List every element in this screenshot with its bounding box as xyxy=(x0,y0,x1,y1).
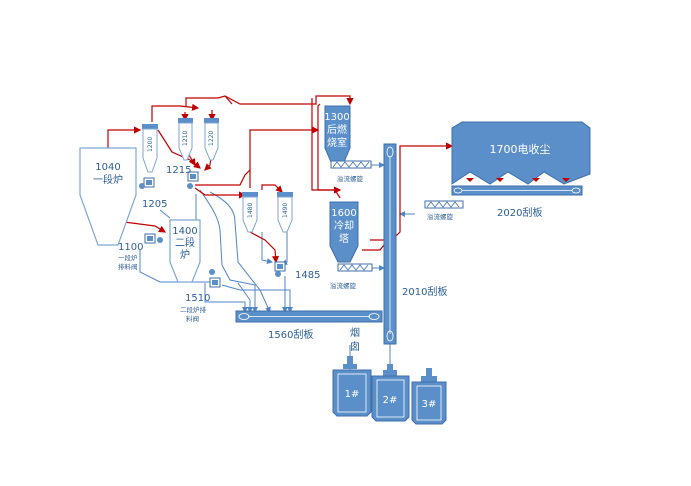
overflow-screw-1-label: 溢流螺旋 xyxy=(337,174,364,183)
cooling-tower-1600: 1600 冷却 塔 xyxy=(329,201,359,263)
valve-1510-name-2: 料阀 xyxy=(186,314,199,323)
stack-label-1: 烟 xyxy=(350,326,360,339)
cooler-name-1: 冷却 xyxy=(334,219,354,232)
conveyor-1560-label: 1560刮板 xyxy=(268,328,313,341)
cyclone-1200-label: 1200 xyxy=(147,137,154,152)
silo-2-label: 2# xyxy=(383,395,398,406)
cyclone-1490: 1490 xyxy=(277,192,293,233)
furnace-1040-name: 一段炉 xyxy=(93,173,123,186)
valve-1100-name-1: 一段炉 xyxy=(118,253,138,262)
valve-1215-label: 1215 xyxy=(166,165,191,176)
furnace-1400-name-1: 二段 xyxy=(175,236,195,249)
cyclone-1220: 1220 xyxy=(204,118,219,161)
valve-1510-name-1: 二段炉排 xyxy=(180,305,207,314)
valve-1485[interactable] xyxy=(274,261,286,277)
valve-1205[interactable] xyxy=(139,177,155,189)
cooler-name-2: 塔 xyxy=(339,232,349,245)
conveyor-2010-label: 2010刮板 xyxy=(402,285,447,298)
valve-1100-code: 1100 xyxy=(118,242,143,253)
overflow-screw-3-label: 溢流螺旋 xyxy=(427,212,454,221)
overflow-screw-1 xyxy=(330,160,372,169)
cyclone-1210: 1210 xyxy=(178,118,193,161)
cooler-code: 1600 xyxy=(331,208,356,219)
furnace-1040-code: 1040 xyxy=(95,162,120,173)
overflow-screw-2 xyxy=(337,263,373,272)
cyclone-1480-label: 1480 xyxy=(247,203,254,218)
afterburner-name-1: 后燃 xyxy=(327,123,347,136)
valve-1510[interactable] xyxy=(209,269,221,288)
silo-1-label: 1# xyxy=(345,389,360,400)
silo-3-label: 3# xyxy=(422,399,437,410)
precipitator-1700: 1700电收尘 xyxy=(451,121,591,185)
gas-flow-lines xyxy=(107,95,454,264)
silo-3: 3# xyxy=(411,368,447,425)
valve-1485-label: 1485 xyxy=(295,270,320,281)
stack-label-2: 囱 xyxy=(350,340,360,353)
conveyor-1560 xyxy=(235,310,383,323)
conveyor-2020-label: 2020刮板 xyxy=(497,206,542,219)
afterburner-code: 1300 xyxy=(324,112,349,123)
furnace-1400-code: 1400 xyxy=(172,226,197,237)
furnace-1400: 1400 二段 炉 xyxy=(169,219,201,283)
valve-1100[interactable] xyxy=(144,233,163,244)
cyclone-1480: 1480 xyxy=(242,192,258,233)
valve-1510-code: 1510 xyxy=(185,293,210,304)
conveyor-2010 xyxy=(383,143,397,345)
cyclone-1220-label: 1220 xyxy=(208,131,215,146)
furnace-1400-name-2: 炉 xyxy=(180,249,190,261)
overflow-screw-2-label: 溢流螺旋 xyxy=(330,281,357,290)
overflow-screw-3 xyxy=(424,200,464,209)
precipitator-label: 1700电收尘 xyxy=(490,142,551,156)
conveyor-2020 xyxy=(451,185,583,196)
valve-1205-label: 1205 xyxy=(142,199,167,210)
valve-1215[interactable] xyxy=(187,171,199,189)
afterburner-name-2: 烧室 xyxy=(327,136,347,149)
cyclone-1200: 1200 xyxy=(142,124,158,173)
furnace-1040: 1040 一段炉 xyxy=(79,147,137,246)
precipitator-drops xyxy=(466,178,570,182)
cyclone-1210-label: 1210 xyxy=(182,131,189,146)
cyclone-1490-label: 1490 xyxy=(282,203,289,218)
silo-1: 1# xyxy=(332,356,372,417)
valve-1100-name-2: 排料阀 xyxy=(118,262,138,271)
silo-2: 2# xyxy=(371,364,410,422)
afterburner-1300: 1300 后燃 烧室 xyxy=(324,105,351,163)
